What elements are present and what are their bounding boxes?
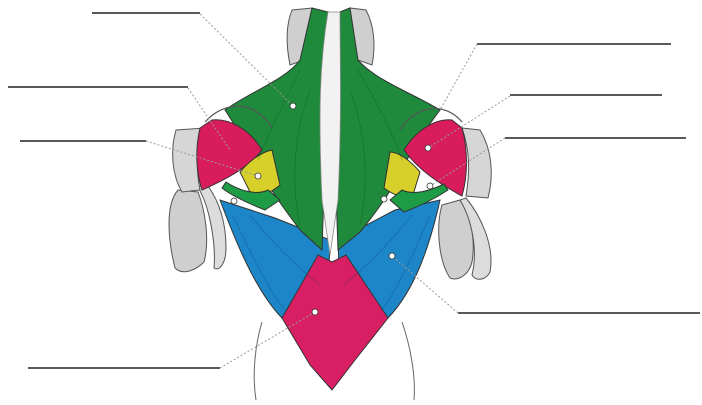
label-pin	[231, 198, 237, 204]
pelvis-outline-left	[254, 322, 262, 400]
label-pin	[290, 103, 296, 109]
label-pin	[425, 145, 431, 151]
label-pin	[427, 183, 433, 189]
label-pin	[389, 253, 395, 259]
label-pin	[312, 309, 318, 315]
leader-line	[440, 44, 477, 110]
pelvis-outline-right	[402, 322, 414, 400]
label-pin	[381, 196, 387, 202]
arm-left	[169, 186, 226, 272]
label-pin	[255, 173, 261, 179]
arm-right	[439, 198, 491, 279]
